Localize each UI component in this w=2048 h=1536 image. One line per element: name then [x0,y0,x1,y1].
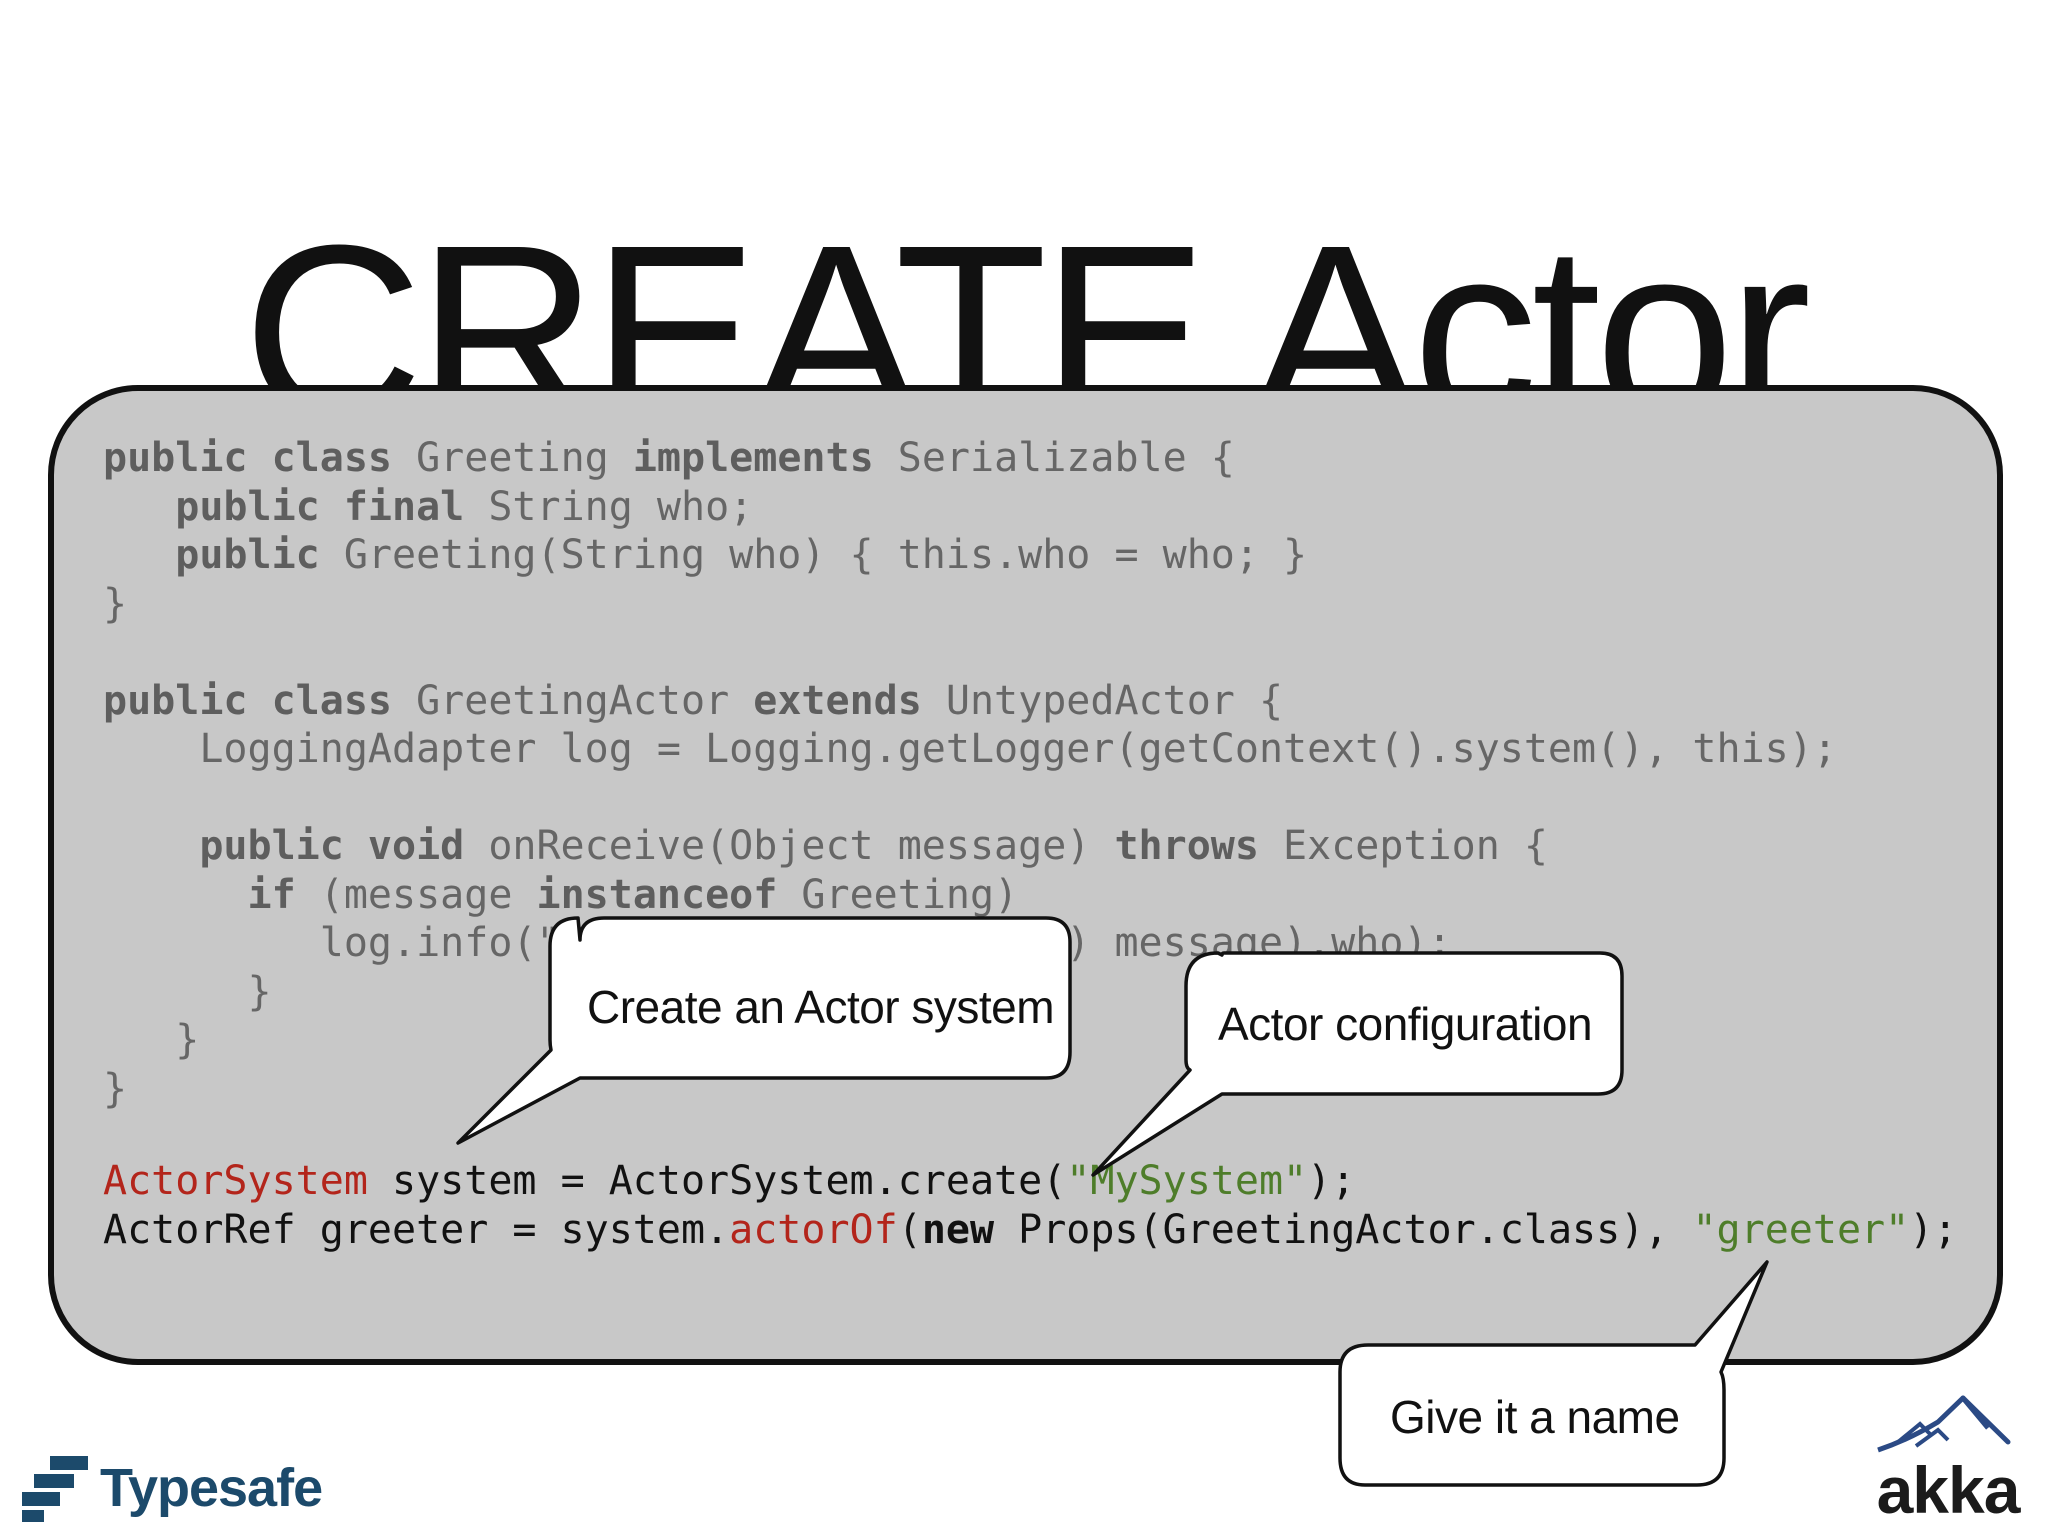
highlighted-code-block: ActorSystem system = ActorSystem.create(… [103,1157,1957,1254]
callout-name-label: Give it a name [1390,1391,1680,1443]
code-line-10: if (message instanceof Greeting) [247,871,1019,918]
code-line-14: } [103,1065,128,1112]
typesafe-icon [22,1456,88,1522]
akka-wordmark: akka [1876,1453,2021,1527]
code-line-1: public class Greeting implements Seriali… [103,435,1235,481]
code-line-2: public final String who; [175,483,754,530]
code-line-3: public Greeting(String who) { this.who =… [175,532,1308,578]
callout-actor-config-label: Actor configuration [1218,998,1593,1050]
highlighted-code-line-2: ActorRef greeter = system.actorOf(new Pr… [103,1206,1958,1253]
highlighted-code-line-1: ActorSystem system = ActorSystem.create(… [103,1158,1356,1204]
code-line-12: } [103,968,272,1015]
callout-actor-system-label: Create an Actor system [587,981,1055,1033]
callout-bubble-actor-config [1091,951,1624,1177]
code-line-9: public void onReceive(Object message) th… [199,823,1548,869]
typesafe-logo: Typesafe [20,1453,323,1523]
code-line-4: } [103,580,128,627]
code-line-7: LoggingAdapter log = Logging.getLogger(g… [103,726,1837,772]
typesafe-wordmark: Typesafe [100,1458,323,1518]
code-panel [48,385,2003,1365]
akka-mountain-icon [1877,1395,2011,1453]
callout-bubble-actor-system-shape [456,916,1072,1145]
callout-bubble-name [1338,1260,1769,1487]
akka-logo: akka [1868,1390,2028,1530]
code-line-13: } [103,1017,200,1063]
code-line-6: public class GreetingActor extends Untyp… [103,677,1284,724]
